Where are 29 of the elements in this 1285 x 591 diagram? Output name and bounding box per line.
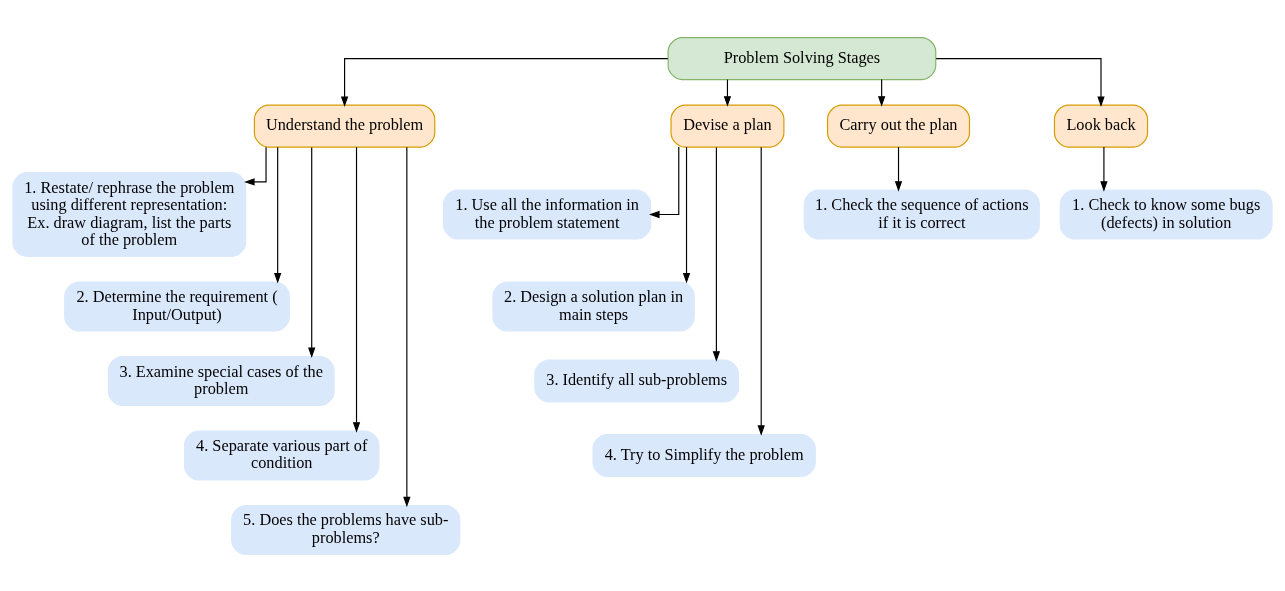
node-box: 2. Determine the requirement ( Input/Output) xyxy=(64,280,290,331)
arrow xyxy=(308,146,316,358)
node-box: 1. Check to know some bugs (defects) in solution xyxy=(1059,189,1273,240)
node-box: 4. Separate various part of condition xyxy=(184,429,380,480)
arrow xyxy=(682,146,691,284)
node-box: Look back xyxy=(1053,104,1149,148)
node-box: 5. Does the problems have sub-problems? xyxy=(231,504,461,555)
arrow xyxy=(244,146,267,186)
node-box: 1. Check the sequence of actions if it is correct xyxy=(803,189,1040,240)
arrow xyxy=(340,57,669,107)
arrow xyxy=(649,146,680,218)
node-box: 3. Identify all sub-problems xyxy=(534,358,740,402)
node-box: 3. Examine special cases of the problem xyxy=(107,355,335,406)
arrow xyxy=(935,57,1105,107)
arrow xyxy=(894,146,903,192)
node-box: 2. Design a solution plan in main steps xyxy=(492,280,695,331)
arrow xyxy=(1100,146,1108,192)
arrow xyxy=(274,146,282,284)
arrow xyxy=(757,146,765,436)
node-box: Problem Solving Stages xyxy=(667,36,937,80)
node-box: Understand the problem xyxy=(253,104,436,148)
node-box: Carry out the plan xyxy=(826,104,971,148)
arrow xyxy=(352,146,361,433)
arrow xyxy=(712,146,721,362)
node-box: Devise a plan xyxy=(670,104,785,148)
arrow xyxy=(403,146,411,507)
node-box: 1. Restate/ rephrase the problem using different representation: Ex. draw diagram, list the parts of the problem xyxy=(12,171,247,257)
node-box: 1. Use all the information in the problem statement xyxy=(442,189,652,240)
node-box: 4. Try to Simplify the problem xyxy=(592,433,816,477)
